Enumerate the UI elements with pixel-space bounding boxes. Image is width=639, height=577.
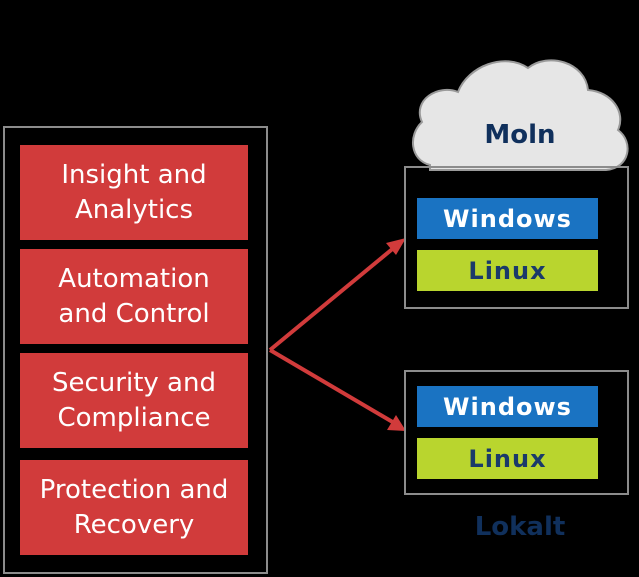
capability-line: Compliance [57, 402, 211, 433]
arrow-to-cloud [268, 238, 406, 352]
cloud-linux-tile: Linux [417, 250, 598, 291]
capability-line: Analytics [74, 194, 194, 225]
capability-line: Protection and [39, 474, 229, 505]
cloud-environment-box [404, 166, 629, 309]
capabilities-panel [3, 126, 268, 574]
capability-line: Automation [58, 263, 210, 294]
capability-line: Insight and [61, 159, 207, 190]
cloud-windows-tile: Windows [417, 198, 598, 239]
local-label: Lokalt [474, 512, 566, 542]
capability-line: Recovery [73, 509, 195, 540]
local-environment-box [404, 370, 629, 495]
capability-insight-analytics: Insight and Analytics [20, 145, 248, 240]
cloud-shape [411, 59, 629, 171]
capability-line: and Control [58, 298, 210, 329]
capability-automation-control: Automation and Control [20, 249, 248, 344]
local-linux-tile: Linux [417, 438, 598, 479]
capability-protection-recovery: Protection and Recovery [20, 460, 248, 555]
capability-line: Security and [52, 367, 216, 398]
capability-security-compliance: Security and Compliance [20, 353, 248, 448]
local-windows-tile: Windows [417, 386, 598, 427]
arrow-to-local [268, 348, 406, 431]
cloud-label: Moln [484, 120, 556, 150]
